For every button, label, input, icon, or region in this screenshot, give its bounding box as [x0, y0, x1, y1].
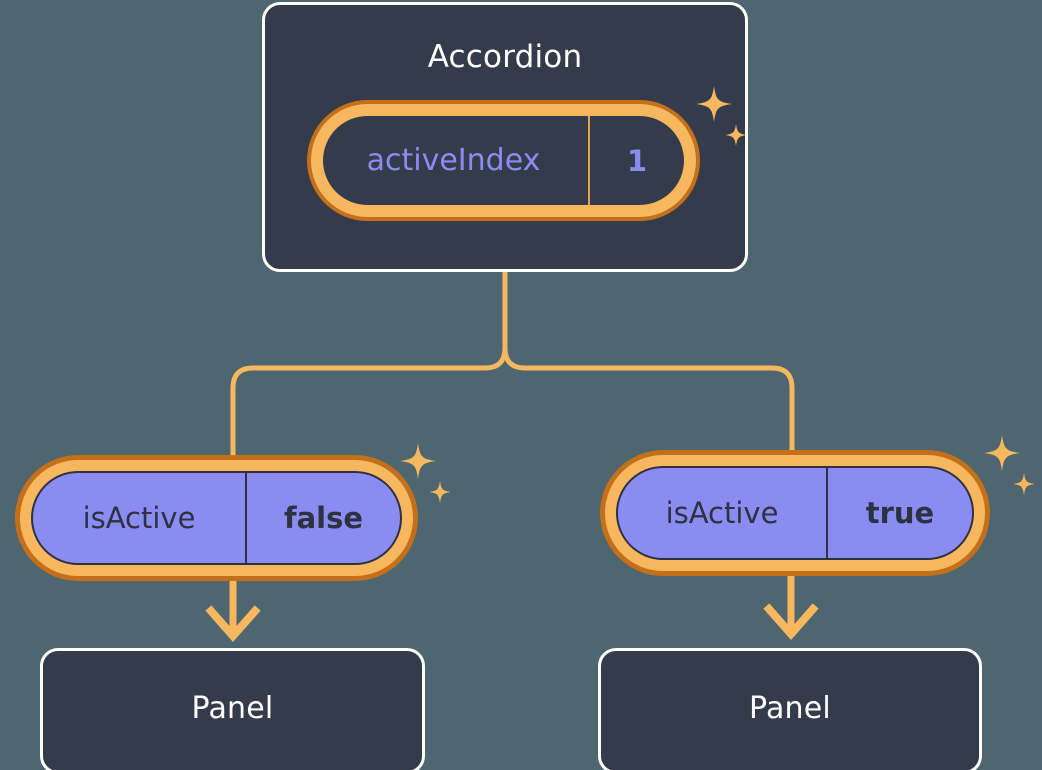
state-pill-activeindex[interactable]: activeIndex 1 [307, 100, 700, 221]
state-pill-value: false [283, 501, 364, 535]
pill-body: isActive true [616, 466, 974, 560]
connector-accordion-to-right [502, 269, 795, 455]
state-pill-isactive-right[interactable]: isActive true [600, 450, 990, 576]
sparkle-large-icon [984, 435, 1020, 471]
accordion-title: Accordion [427, 39, 583, 75]
arrow-down-icon-left [205, 605, 261, 643]
node-panel-left[interactable]: Panel [40, 648, 425, 770]
panel-title: Panel [749, 691, 831, 726]
arrow-down-icon-right [763, 603, 819, 641]
state-pill-value: true [865, 496, 935, 530]
pill-body: isActive false [31, 471, 402, 565]
pill-divider [245, 473, 247, 563]
state-pill-key: activeIndex [366, 143, 541, 178]
connector-accordion-to-left [230, 269, 508, 460]
state-pill-key: isActive [665, 496, 779, 530]
sparkle-small-icon [1013, 473, 1035, 495]
panel-title: Panel [191, 691, 274, 726]
sparkle-icon-right [980, 435, 1040, 505]
sparkle-small-icon [429, 481, 451, 503]
state-pill-value: 1 [626, 143, 648, 178]
pill-divider [826, 468, 828, 558]
pill-divider [588, 116, 590, 205]
pill-body: activeIndex 1 [323, 116, 684, 205]
state-pill-isactive-left[interactable]: isActive false [15, 455, 418, 581]
sparkle-large-icon [400, 443, 436, 479]
state-pill-key: isActive [82, 501, 196, 535]
node-panel-right[interactable]: Panel [598, 648, 982, 770]
